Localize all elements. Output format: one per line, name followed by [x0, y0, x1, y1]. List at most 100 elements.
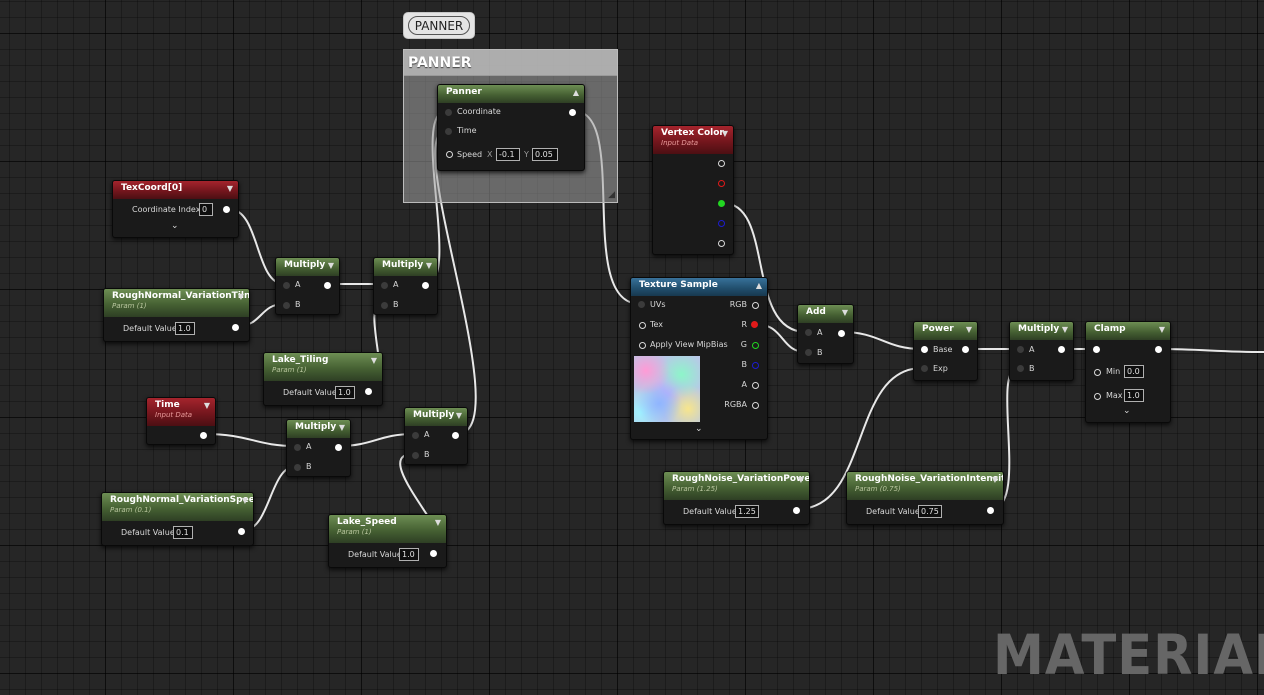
chevron-down-icon[interactable]: ▼	[965, 325, 972, 334]
rgb-output-pin[interactable]	[752, 302, 759, 309]
texture-sample-node[interactable]: Texture Sample▲ UVs Tex Apply View MipBi…	[630, 277, 768, 440]
chevron-down-icon[interactable]: ▼	[841, 308, 848, 317]
panner-node[interactable]: Panner▲ Coordinate Time Speed X -0.1 Y 0…	[437, 84, 585, 171]
output-pin[interactable]	[324, 282, 331, 289]
output-pin[interactable]	[200, 432, 207, 439]
input-pin[interactable]	[1017, 365, 1024, 372]
input-pin[interactable]	[1093, 346, 1100, 353]
max-value-field[interactable]: 1.0	[1124, 389, 1144, 402]
expand-arrow-icon[interactable]: ⌄	[171, 221, 179, 231]
multiply-node[interactable]: Multiply▼ A B	[404, 407, 468, 465]
texcoord-node[interactable]: TexCoord[0]▼ Coordinate Index 0 ⌄	[112, 180, 239, 238]
input-pin[interactable]	[446, 151, 453, 158]
chevron-down-icon[interactable]: ▼	[338, 423, 345, 432]
output-pin[interactable]	[452, 432, 459, 439]
r-output-pin[interactable]	[718, 180, 725, 187]
input-pin[interactable]	[283, 282, 290, 289]
output-pin[interactable]	[962, 346, 969, 353]
input-pin[interactable]	[294, 464, 301, 471]
r-output-pin[interactable]	[751, 321, 758, 328]
chevron-down-icon[interactable]: ▼	[797, 475, 804, 484]
g-output-pin[interactable]	[718, 200, 725, 207]
input-pin[interactable]	[283, 302, 290, 309]
chevron-down-icon[interactable]: ▼	[370, 356, 377, 365]
expand-arrow-icon[interactable]: ⌄	[695, 424, 703, 434]
input-pin[interactable]	[412, 452, 419, 459]
default-value-field[interactable]: 0.75	[918, 505, 942, 518]
rgb-output-pin[interactable]	[718, 160, 725, 167]
output-pin[interactable]	[238, 528, 245, 535]
output-pin[interactable]	[232, 324, 239, 331]
clamp-node[interactable]: Clamp▼ Min 0.0 Max 1.0 ⌄	[1085, 321, 1171, 423]
output-pin[interactable]	[793, 507, 800, 514]
chevron-down-icon[interactable]: ▼	[721, 129, 728, 138]
chevron-down-icon[interactable]: ▼	[1158, 325, 1165, 334]
resize-grip-icon[interactable]: ◢	[608, 190, 615, 200]
b-output-pin[interactable]	[752, 362, 759, 369]
input-pin[interactable]	[294, 444, 301, 451]
collapse-arrow-icon[interactable]: ▲	[572, 88, 579, 97]
a-output-pin[interactable]	[752, 382, 759, 389]
output-pin[interactable]	[422, 282, 429, 289]
chevron-down-icon[interactable]: ▼	[434, 518, 441, 527]
output-pin[interactable]	[365, 388, 372, 395]
input-pin[interactable]	[381, 282, 388, 289]
multiply-node[interactable]: Multiply▼ A B	[373, 257, 438, 315]
chevron-down-icon[interactable]: ▼	[237, 292, 244, 301]
output-pin[interactable]	[335, 444, 342, 451]
output-pin[interactable]	[223, 206, 230, 213]
output-pin[interactable]	[1155, 346, 1162, 353]
add-node[interactable]: Add▼ A B	[797, 304, 854, 364]
chevron-down-icon[interactable]: ▼	[327, 261, 334, 270]
input-pin[interactable]	[1017, 346, 1024, 353]
tex-input-pin[interactable]	[639, 322, 646, 329]
input-pin[interactable]	[805, 349, 812, 356]
mip-bias-input-pin[interactable]	[639, 342, 646, 349]
input-pin[interactable]	[412, 432, 419, 439]
min-input-pin[interactable]	[1094, 369, 1101, 376]
output-pin[interactable]	[838, 330, 845, 337]
expand-arrow-icon[interactable]: ⌄	[1123, 406, 1131, 416]
chevron-down-icon[interactable]: ▼	[425, 261, 432, 270]
chevron-down-icon[interactable]: ▼	[991, 475, 998, 484]
multiply-node[interactable]: Multiply▼ A B	[286, 419, 351, 477]
default-value-field[interactable]: 1.25	[735, 505, 759, 518]
power-node[interactable]: Power▼ Base Exp	[913, 321, 978, 381]
max-input-pin[interactable]	[1094, 393, 1101, 400]
output-pin[interactable]	[569, 109, 576, 116]
input-pin[interactable]	[805, 329, 812, 336]
collapse-arrow-icon[interactable]: ▲	[755, 281, 762, 290]
min-value-field[interactable]: 0.0	[1124, 365, 1144, 378]
g-output-pin[interactable]	[752, 342, 759, 349]
chevron-down-icon[interactable]: ▼	[455, 411, 462, 420]
chevron-down-icon[interactable]: ▼	[1061, 325, 1068, 334]
rgba-output-pin[interactable]	[752, 402, 759, 409]
speed-y-field[interactable]: 0.05	[532, 148, 558, 161]
exp-input-pin[interactable]	[921, 365, 928, 372]
a-output-pin[interactable]	[718, 240, 725, 247]
base-input-pin[interactable]	[921, 346, 928, 353]
speed-x-field[interactable]: -0.1	[496, 148, 520, 161]
input-pin[interactable]	[381, 302, 388, 309]
default-value-field[interactable]: 1.0	[399, 548, 419, 561]
coordinate-index-field[interactable]: 0	[199, 203, 213, 216]
output-pin[interactable]	[987, 507, 994, 514]
default-value-field[interactable]: 0.1	[173, 526, 193, 539]
comment-bubble[interactable]: PANNER	[403, 12, 475, 39]
multiply-node[interactable]: Multiply▼ A B	[1009, 321, 1074, 381]
b-output-pin[interactable]	[718, 220, 725, 227]
default-value-field[interactable]: 1.0	[335, 386, 355, 399]
input-pin[interactable]	[445, 128, 452, 135]
chevron-down-icon[interactable]: ▼	[203, 401, 210, 410]
input-pin[interactable]	[445, 109, 452, 116]
uvs-input-pin[interactable]	[638, 301, 645, 308]
output-pin[interactable]	[1058, 346, 1065, 353]
